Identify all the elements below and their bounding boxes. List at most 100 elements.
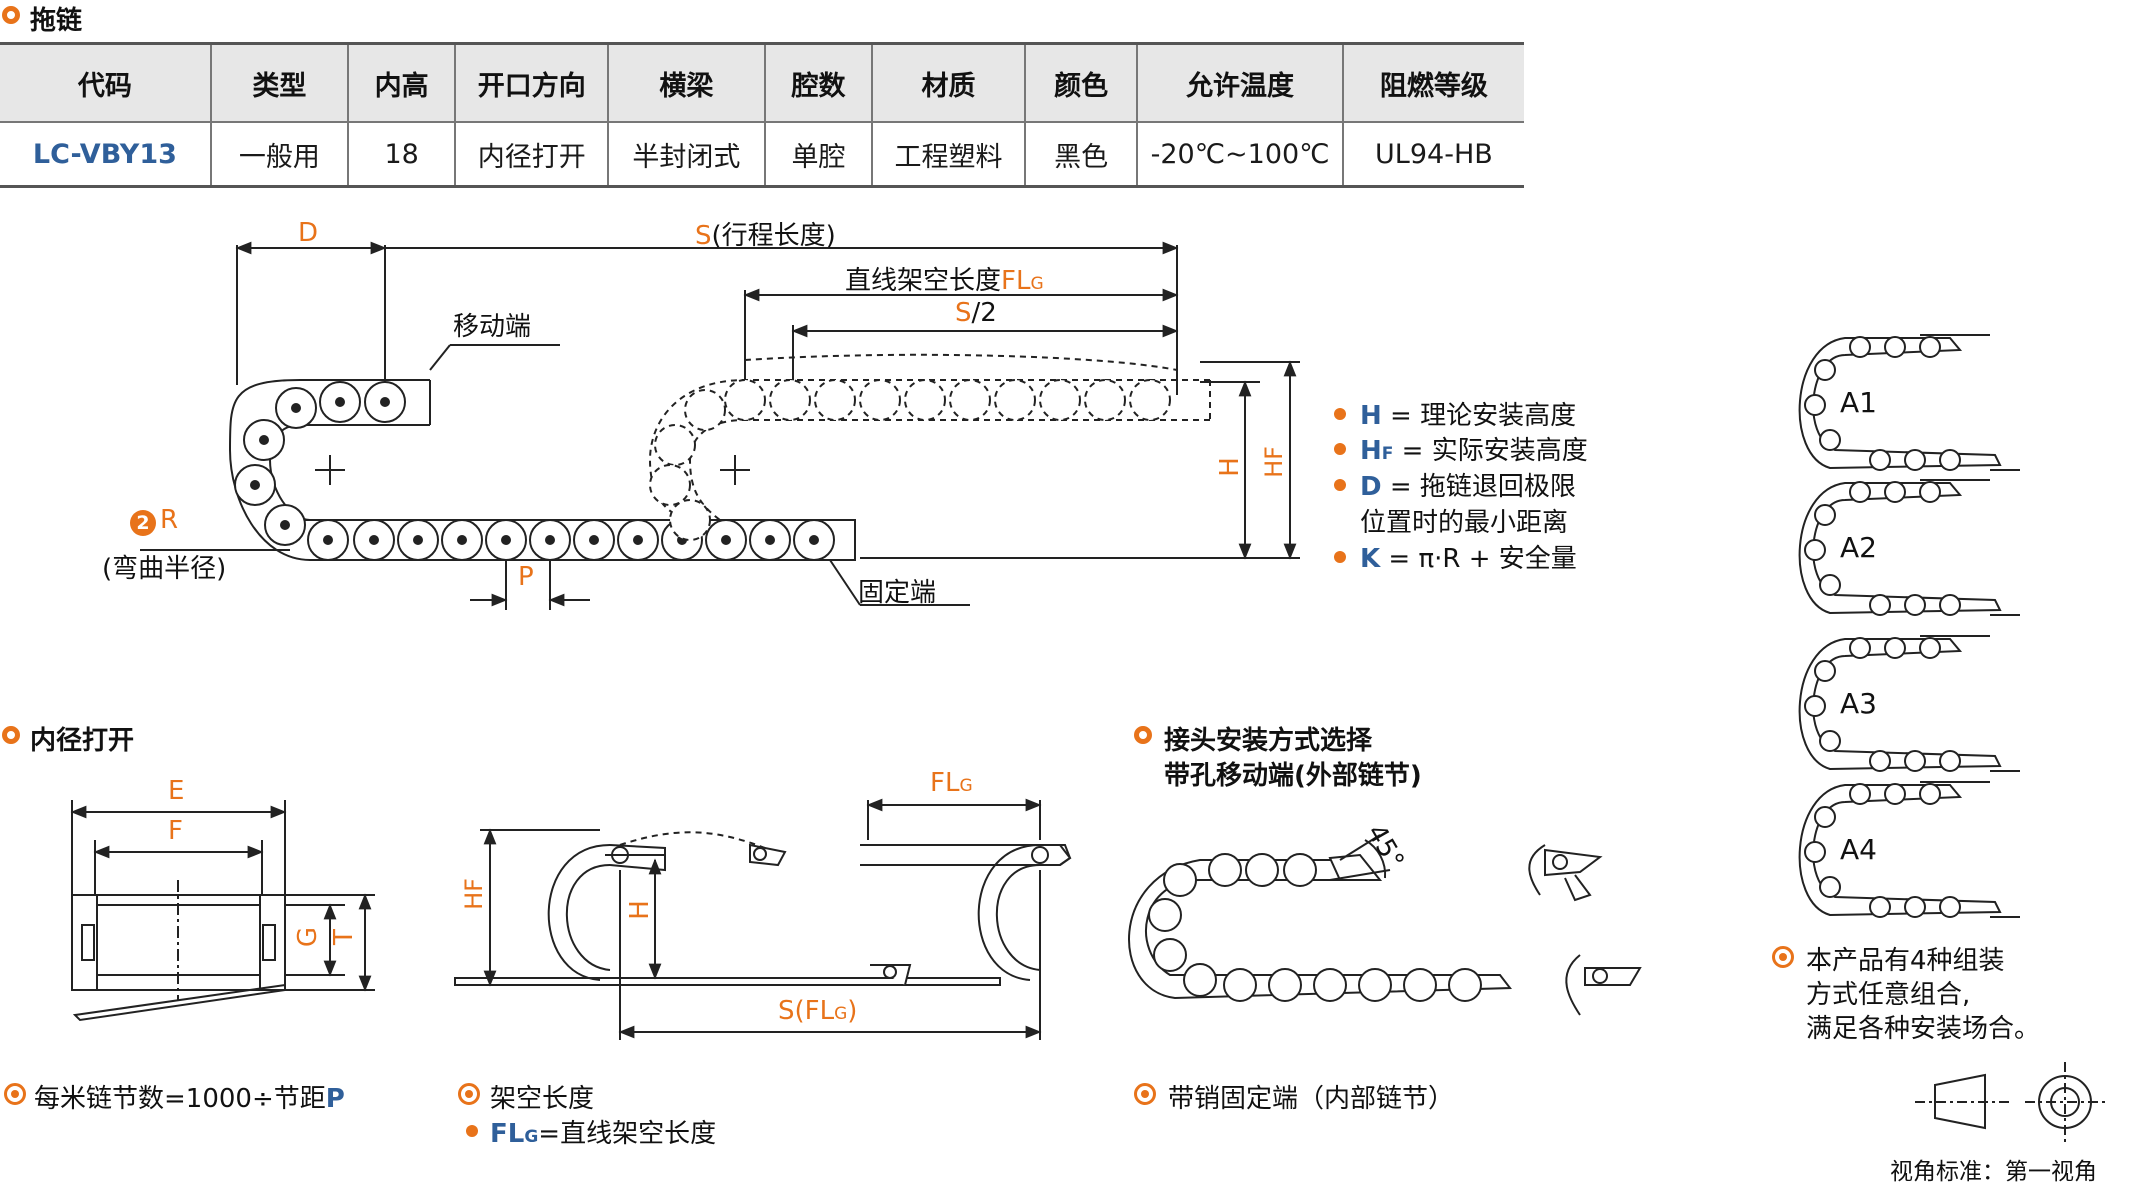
legend-item-continued: 位置时的最小距离 — [1360, 508, 1569, 538]
legend-item: K = π·R + 安全量 — [1360, 538, 1577, 575]
table-header-cell: 内高 — [346, 42, 456, 123]
inner-open-title: 内径打开 — [30, 726, 135, 756]
main-chain-drawing — [140, 241, 1300, 610]
table-cell: 工程塑料 — [871, 122, 1025, 188]
links-per-meter-note: 每米链节数=1000÷节距P — [34, 1078, 345, 1115]
dim-flg-label: 直线架空长度FLG — [845, 260, 1044, 297]
table-cell: 黑色 — [1023, 122, 1138, 188]
legend-key: H — [1360, 401, 1382, 431]
assembly-a3 — [1798, 635, 2020, 772]
span-fl-sub: G — [959, 776, 973, 796]
span-s-label: S(FLG) — [778, 996, 857, 1026]
dim-flg-prefix: 直线架空长度 — [845, 266, 1002, 296]
table-header-row: 代码 类型 内高 开口方向 横梁 腔数 材质 颜色 允许温度 阻燃等级 — [0, 42, 1524, 123]
cross-section-drawing — [70, 800, 375, 1022]
legend-key: K — [1360, 544, 1381, 574]
dim-h-label: H — [1214, 457, 1245, 477]
table-cell: 18 — [346, 122, 456, 188]
assembly-note-line2: 方式任意组合, — [1806, 980, 1971, 1010]
dim-e-label: E — [168, 776, 185, 806]
legend-bullet-icon — [1334, 479, 1346, 491]
connector-subtitle: 带孔移动端(外部链节) — [1164, 761, 1422, 791]
table-header-cell: 颜色 — [1023, 42, 1138, 123]
legend-bullet-icon — [1334, 408, 1346, 420]
r-badge: 2 — [130, 510, 156, 536]
legend-sub: F — [1381, 444, 1394, 464]
dim-s-letter: S — [695, 221, 712, 251]
table-header-cell: 允许温度 — [1136, 42, 1343, 123]
dim-hf-label: HF — [1259, 446, 1288, 478]
table-header-cell: 材质 — [871, 42, 1025, 123]
dim-flg-sub: G — [1030, 274, 1044, 294]
assembly-a1 — [1798, 334, 2020, 471]
assembly-label-a3: A3 — [1840, 687, 1877, 720]
section-bullet-icon — [1134, 726, 1152, 744]
pin-fixed-end-note: 带销固定端（内部链节） — [1168, 1084, 1455, 1114]
table-cell: 一般用 — [209, 122, 348, 188]
table-header-cell: 类型 — [209, 42, 348, 123]
legend-text: = 理论安装高度 — [1381, 401, 1577, 431]
legend-bullet-icon — [1334, 551, 1346, 563]
note-bullet-icon — [4, 1083, 26, 1105]
section-bullet-icon — [2, 726, 20, 744]
span-h-label: H — [624, 900, 655, 920]
dim-flg-fl: FL — [1001, 266, 1031, 296]
table-cell: 单腔 — [763, 122, 873, 188]
dim-s2-letter: S — [955, 298, 972, 328]
table-header-cell: 横梁 — [607, 42, 765, 123]
assembly-a2 — [1798, 479, 2020, 616]
dim-g-label: G — [293, 926, 324, 948]
fixed-end-label: 固定端 — [858, 578, 937, 608]
dim-f-label: F — [168, 816, 183, 846]
bend-radius-label: (弯曲半径) — [102, 554, 227, 584]
table-cell: UL94-HB — [1341, 122, 1524, 188]
dim-r-label: R — [160, 505, 179, 535]
flg-definition: FLG=直线架空长度 — [490, 1113, 716, 1150]
flg-text: =直线架空长度 — [538, 1119, 717, 1149]
span-s-fl: FL — [804, 996, 835, 1026]
table-header-cell: 开口方向 — [454, 42, 609, 123]
legend-item: D = 拖链退回极限 — [1360, 466, 1576, 503]
table-cell-code: LC-VBY13 — [0, 122, 211, 188]
moving-end-label: 移动端 — [453, 312, 532, 342]
span-title: 架空长度 — [490, 1084, 595, 1114]
assembly-label-a2: A2 — [1840, 531, 1877, 564]
note-bullet-icon — [466, 1125, 478, 1137]
legend-item: HF = 实际安装高度 — [1360, 430, 1588, 467]
legend-item: H = 理论安装高度 — [1360, 395, 1576, 432]
flg-sub: G — [524, 1127, 539, 1147]
span-s-prefix: S( — [778, 996, 805, 1026]
dim-t-label: T — [328, 929, 359, 945]
dim-s-suffix: (行程长度) — [711, 221, 836, 251]
view-standard-label: 视角标准：第一视角 — [1890, 1159, 2097, 1185]
table-cell: -20℃~100℃ — [1136, 122, 1343, 188]
note-text: 每米链节数=1000÷节距 — [34, 1084, 326, 1114]
span-drawing — [454, 798, 1072, 1040]
note-bullet-icon — [1772, 946, 1794, 968]
assembly-a4 — [1798, 781, 2020, 918]
legend-text: = 拖链退回极限 — [1381, 472, 1576, 502]
dim-s2-label: S/2 — [955, 298, 997, 328]
assembly-variants — [1798, 334, 2020, 918]
note-bullet-icon — [458, 1083, 480, 1105]
legend-text: = 实际安装高度 — [1393, 436, 1588, 466]
dim-s2-rest: /2 — [971, 298, 997, 328]
assembly-note-line1: 本产品有4种组装 — [1806, 946, 2005, 976]
legend-key: H — [1360, 436, 1382, 466]
span-fl-text: FL — [930, 768, 960, 798]
note-key: P — [325, 1084, 345, 1114]
section-bullet-icon — [2, 6, 20, 24]
assembly-label-a4: A4 — [1840, 833, 1877, 866]
span-hf-label: HF — [459, 878, 488, 910]
legend-text: = π·R + 安全量 — [1380, 544, 1577, 574]
legend-key: D — [1360, 472, 1382, 502]
table-header-cell: 腔数 — [763, 42, 873, 123]
spec-table: 代码 类型 内高 开口方向 横梁 腔数 材质 颜色 允许温度 阻燃等级 LC-V… — [0, 42, 1524, 188]
dim-d-label: D — [298, 218, 319, 248]
legend-bullet-icon — [1334, 443, 1346, 455]
dim-p-label: P — [518, 562, 534, 592]
span-s-sub: G — [834, 1004, 848, 1024]
assembly-note-line3: 满足各种安装场合。 — [1806, 1014, 2041, 1044]
projection-symbol-icon — [1915, 1062, 2105, 1142]
